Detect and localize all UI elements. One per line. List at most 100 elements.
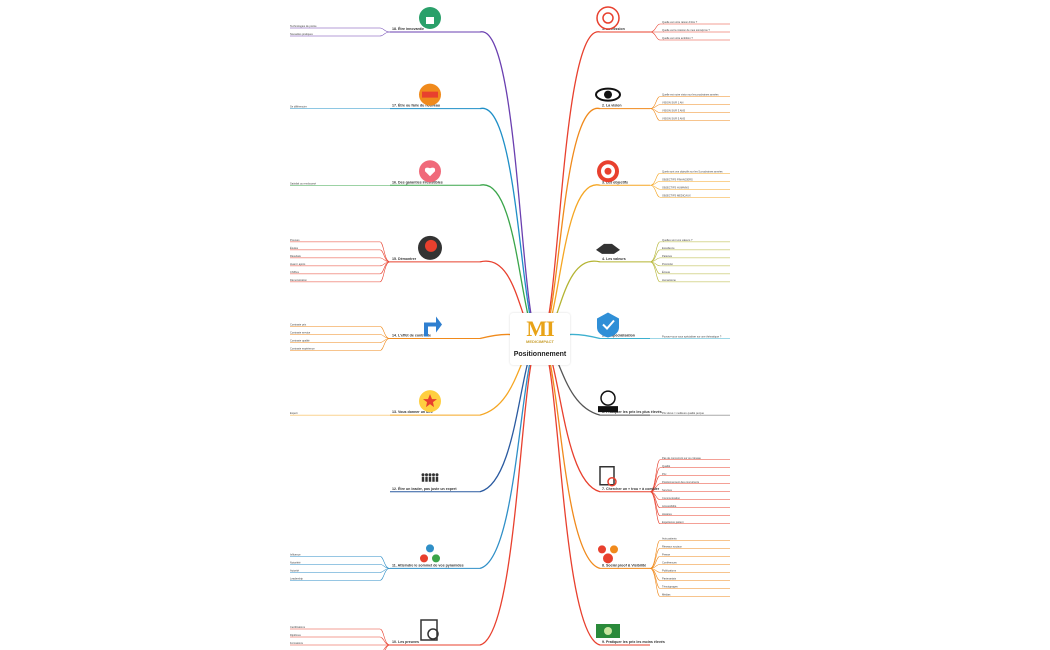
subtopic-r8-4[interactable]: Publications [649,568,730,573]
topic-l9[interactable] [390,339,541,646]
topic-label-l5: 14. L'effet de contraste [392,334,431,338]
subtopic-r1-2[interactable]: Quelle est votre ambition ? [649,31,730,41]
money-icon [596,624,620,638]
topic-label-l3: 16. Des garanties irrésistibles [392,180,443,184]
sub-label-l5-2: Contraste qualité [290,339,310,343]
subtopic-r7-4[interactable]: Services [650,488,730,493]
sub-label-r3-3: OBJECTIFS MEDICAUX [662,193,691,197]
subtopic-l6-0[interactable]: Expert [290,411,391,416]
sub-line-l5-3 [290,338,391,351]
subtopic-l8-3[interactable]: Leadership [290,568,391,581]
subtopic-l8-0[interactable]: Influence [290,552,391,569]
subtopic-r7-5[interactable]: Communication [649,491,730,501]
logo-brand-text: MEDICIMPACT [526,339,554,344]
subtopic-r3-1[interactable]: OBJECTIFS FINANCIERS [649,177,730,186]
sub-label-l8-2: Autorité [290,568,299,572]
head-brain-icon [418,235,442,260]
topic-label-l4: 15. Démontrer [392,257,417,261]
sub-line-r8-3 [649,564,730,569]
subtopic-r4-2[interactable]: Patience [649,254,730,263]
subtopic-r2-2[interactable]: VISION SUR 3 ANS [649,108,730,113]
sub-label-l4-3: Avant / après [290,262,306,266]
sub-label-r4-2: Patience [662,254,673,258]
branch-r9 [539,339,601,646]
new-badge-icon [419,83,441,106]
subtopic-l5-1[interactable]: Contraste service [290,331,391,339]
sub-label-r3-0: Quels sont vos objectifs sur les 5 proch… [662,169,723,173]
sub-label-r7-6: Accessibilité [662,504,677,508]
topic-label-l7: 12. Être un leader, pas juste un expert [392,486,457,491]
subtopic-l9-3[interactable]: Publications [290,644,391,650]
subtopic-l2-0[interactable]: Se différencier [290,105,390,109]
document-search-icon [599,466,617,487]
sub-line-l9-4 [384,644,391,650]
quality-badge-icon [598,390,618,413]
subtopic-r7-1[interactable]: Qualité [649,464,730,493]
subtopic-r7-8[interactable]: Expérience patient [649,491,730,525]
sub-line-r3-3 [649,184,730,198]
sub-line-r1-2 [649,31,730,41]
sub-label-r2-1: VISION SUR 1 AN [662,101,683,105]
subtopic-l9-2[interactable]: Formations [290,641,390,646]
subtopic-l4-2[interactable]: Résultats [290,254,391,263]
sub-label-r2-3: VISION SUR 5 ANS [662,117,685,121]
sub-label-r2-0: Quelle est votre vision sur les prochain… [662,93,719,97]
heart-badge-icon [419,160,441,183]
subtopic-r3-3[interactable]: OBJECTIFS MEDICAUX [649,184,730,198]
sub-label-l9-1: Diplômes [290,633,302,637]
team-circle-icon [420,544,440,563]
subtopic-r4-3[interactable]: Proximité [649,261,730,267]
sub-label-l5-1: Contraste service [290,331,311,335]
subtopic-r8-3[interactable]: Conférences [649,560,730,569]
subtopic-l5-3[interactable]: Contraste expérience [290,338,391,351]
subtopic-r8-2[interactable]: Presse [649,552,730,569]
sub-label-r1-1: Quelle est la mission de mes soins/pros … [662,28,710,32]
sub-label-r4-5: Humanisme [662,278,676,282]
subtopic-r3-2[interactable]: OBJECTIFS HUMAINS [649,184,730,190]
sub-label-l3-0: Satisfait ou remboursé [290,181,317,185]
subtopic-l5-2[interactable]: Contraste qualité [290,338,391,343]
subtopic-l3-0[interactable]: Satisfait ou remboursé [290,181,390,186]
sub-label-l8-1: Notoriété [290,560,301,564]
sub-line-l1-0 [290,27,391,33]
subtopic-r8-7[interactable]: Médias [649,568,730,597]
subtopic-l4-5[interactable]: Démonstration [290,261,391,283]
sub-line-l1-1 [290,31,391,37]
topic-r9[interactable] [539,339,650,646]
subtopic-r2-0[interactable]: Quelle est votre vision sur les prochain… [649,93,730,109]
subtopic-r2-1[interactable]: VISION SUR 1 AN [649,101,730,109]
subtopic-r2-3[interactable]: VISION SUR 5 ANS [649,108,730,121]
subtopic-l9-4[interactable]: Résultats [290,644,391,650]
subtopic-l1-0[interactable]: Technologies de pointe [290,24,391,33]
subtopic-l8-1[interactable]: Notoriété [290,560,391,569]
sub-label-r7-0: Pas de concurrent sur ce créneau [662,456,701,460]
subtopic-r3-0[interactable]: Quels sont vos objectifs sur les 5 proch… [649,169,730,186]
subtopic-l4-1[interactable]: Études [290,245,391,263]
sub-label-l1-1: Nouvelles pratiques [290,32,313,36]
subtopic-r1-1[interactable]: Quelle est la mission de mes soins/pros … [649,28,730,33]
topic-r8[interactable] [539,339,650,570]
topic-label-l8: 11. Atteindre le sommet de vos pyramides [392,563,464,567]
subtopic-l9-1[interactable]: Diplômes [290,633,391,646]
topic-icons [418,6,621,641]
eye-icon [595,87,621,102]
topic-label-r1: 1. La mission [602,27,625,31]
subtopic-l5-0[interactable]: Contraste prix [290,323,391,339]
central-topic[interactable]: MI MEDICIMPACT Positionnement [510,313,570,365]
subtopic-r5-0[interactable]: Pouvez-vous vous spécialiser sur une thé… [650,335,730,339]
subtopic-l9-0[interactable]: Certifications [290,625,391,646]
subtopic-l4-3[interactable]: Avant / après [290,261,391,267]
subtopic-r7-7[interactable]: Horaires [649,491,730,517]
topic-l1[interactable] [390,31,541,341]
sub-line-l4-1 [290,249,391,263]
subtopic-r4-1[interactable]: Excellence [649,246,730,263]
subtopic-l1-1[interactable]: Nouvelles pratiques [290,31,391,37]
sub-label-r1-0: Quelle est votre raison d'être ? [662,20,698,24]
topic-l2[interactable] [390,107,541,341]
subtopic-l8-2[interactable]: Autorité [290,568,391,573]
sub-line-l9-1 [290,636,391,646]
subtopic-r6-0[interactable]: Prix élevé = meilleure qualité perçue [649,411,730,416]
topic-r2[interactable] [539,107,650,341]
sub-label-r4-1: Excellence [662,246,675,250]
subtopic-r4-5[interactable]: Humanisme [649,261,730,283]
